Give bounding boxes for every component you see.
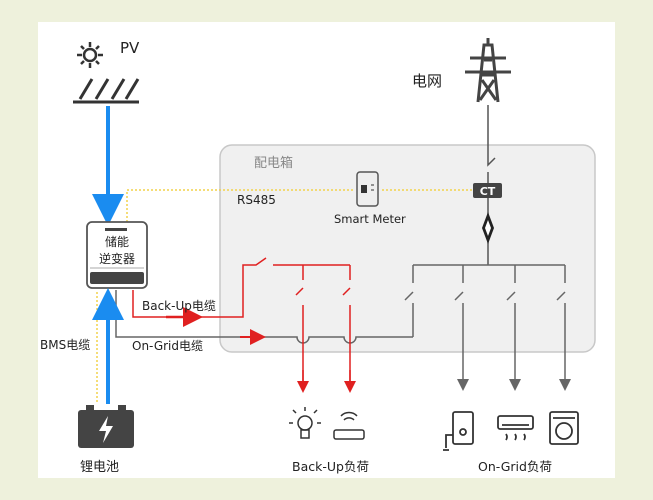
ct-label: CT <box>480 185 496 198</box>
ct-sensor: CT <box>473 183 502 198</box>
battery-label: 锂电池 <box>80 460 119 475</box>
distribution-box <box>219 144 596 353</box>
rs485-label: RS485 <box>237 193 276 207</box>
pv-label: PV <box>120 39 140 57</box>
ongrid-bus <box>115 264 565 388</box>
power-tower-icon <box>465 38 511 103</box>
backup-load-label: Back-Up负荷 <box>292 459 369 474</box>
smart-meter-icon <box>356 171 379 207</box>
grid-label: 电网 <box>412 72 442 90</box>
solar-panel-icon <box>73 78 140 104</box>
air-conditioner-icon <box>497 415 534 441</box>
router-icon <box>333 411 365 440</box>
smart-meter-label: Smart Meter <box>334 212 406 226</box>
battery-icon <box>78 405 134 448</box>
ongrid-load-label: On-Grid负荷 <box>478 459 552 474</box>
inverter-label-line2: 逆变器 <box>99 251 135 266</box>
backup-cable-label: Back-Up电缆 <box>142 299 216 313</box>
ongrid-cable-label: On-Grid电缆 <box>132 339 203 353</box>
distribution-box-label: 配电箱 <box>254 155 293 171</box>
sun-icon <box>77 42 103 68</box>
washing-machine-icon <box>549 411 579 445</box>
bms-cable-label: BMS电缆 <box>40 338 90 352</box>
water-heater-icon <box>443 411 474 451</box>
inverter-label-line1: 储能 <box>105 234 129 249</box>
light-bulb-icon <box>289 407 321 439</box>
backup-circuit <box>132 257 351 390</box>
rs485-line <box>126 189 472 222</box>
